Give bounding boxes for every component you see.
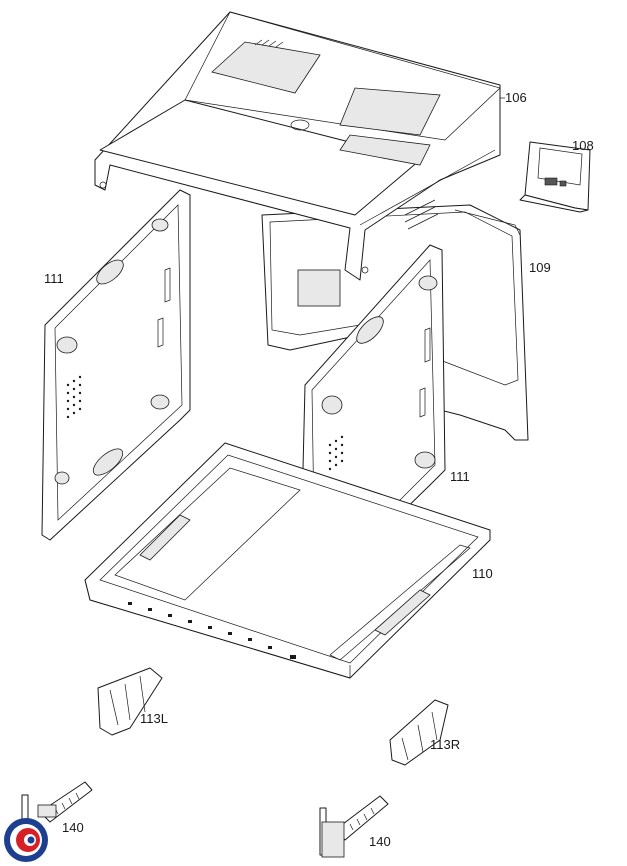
callout-113L: 113L [140,711,168,726]
hinge-right-part [319,795,389,858]
bracket-right-part [389,699,449,766]
top-cover-part [94,11,501,281]
callout-111-left: 111 [44,271,64,286]
base-frame-part [84,442,491,679]
callout-111-right: 111 [450,469,470,484]
vent-opening-right [339,87,441,136]
side-panel-left-part [41,189,191,541]
brand-logo [4,818,48,862]
callout-140-right: 140 [369,834,391,849]
callout-110: 110 [472,566,493,581]
callout-106: 106 [505,90,527,105]
callout-108: 108 [572,138,594,153]
control-box-part [519,141,591,213]
bracket-left-part [97,667,163,736]
callout-109: 109 [529,260,551,275]
vent-opening-left [211,41,321,94]
callout-113R: 113R [430,737,460,752]
callout-140-left: 140 [62,820,84,835]
